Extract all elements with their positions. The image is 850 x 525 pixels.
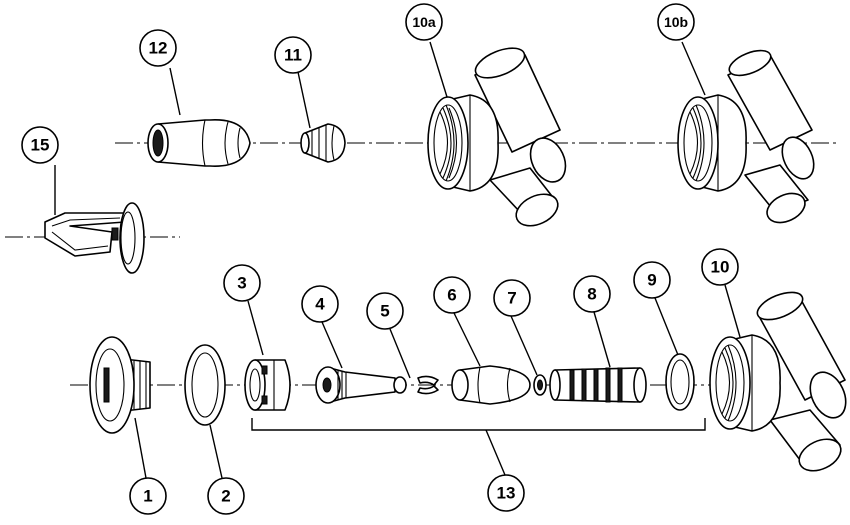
callout-7: 7: [493, 279, 531, 317]
svg-text:11: 11: [284, 46, 302, 65]
svg-text:10b: 10b: [664, 14, 688, 30]
svg-text:6: 6: [447, 286, 456, 305]
callout-9: 9: [633, 261, 671, 299]
svg-text:8: 8: [587, 285, 596, 304]
part-4-diffuser: [315, 366, 407, 404]
callout-4: 4: [301, 285, 339, 323]
part-5-clip: [417, 375, 439, 395]
assembly-13-bracket: [251, 418, 706, 431]
svg-text:13: 13: [497, 484, 516, 503]
svg-text:9: 9: [647, 271, 656, 290]
callout-15: 15: [21, 126, 59, 164]
callout-10a: 10a: [405, 3, 443, 41]
callout-10: 10: [701, 248, 739, 286]
part-9-seal: [665, 353, 695, 411]
svg-text:2: 2: [221, 487, 230, 506]
part-7-o-ring: [533, 374, 547, 396]
callout-11: 11: [274, 36, 312, 74]
svg-text:15: 15: [31, 136, 50, 155]
callout-10b: 10b: [657, 3, 695, 41]
callout-12: 12: [139, 29, 177, 67]
svg-text:3: 3: [237, 274, 246, 293]
svg-text:7: 7: [507, 289, 516, 308]
callout-2: 2: [207, 477, 245, 515]
svg-text:10: 10: [711, 258, 730, 277]
part-6-body: [451, 365, 531, 405]
callout-1: 1: [129, 477, 167, 515]
part-2-gasket: [184, 344, 226, 426]
callout-13: 13: [487, 474, 525, 512]
svg-text:10a: 10a: [412, 14, 436, 30]
svg-text:12: 12: [149, 39, 168, 58]
callout-8: 8: [573, 275, 611, 313]
leader-lines: [54, 41, 741, 479]
part-15-clip: [44, 202, 145, 274]
part-1-flange: [89, 336, 151, 434]
svg-text:5: 5: [380, 302, 389, 321]
part-11-nozzle: [300, 123, 346, 163]
svg-text:4: 4: [315, 295, 325, 314]
part-12-jet-body: [147, 119, 251, 167]
part-10b-tee-housing: [677, 49, 815, 224]
part-10-tee-housing: [709, 291, 847, 472]
part-3-retainer: [244, 359, 291, 411]
callout-3: 3: [223, 264, 261, 302]
svg-text:1: 1: [143, 487, 152, 506]
callout-5: 5: [366, 292, 404, 330]
part-8-insert: [549, 367, 647, 403]
part-10a-tee-housing: [427, 47, 567, 227]
callout-6: 6: [433, 276, 471, 314]
